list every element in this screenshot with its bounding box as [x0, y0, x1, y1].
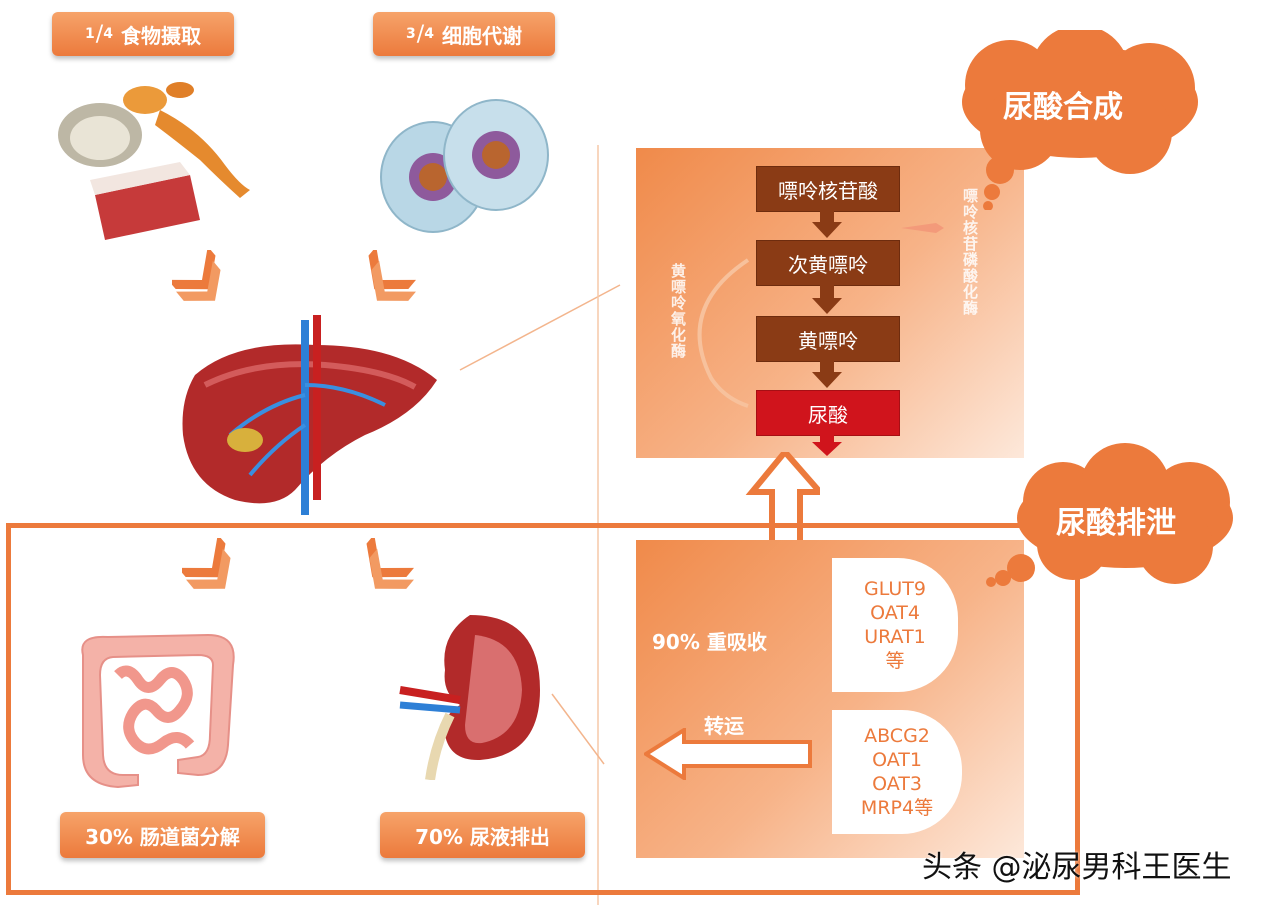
transporter-name: MRP4等 [860, 797, 934, 819]
cell-metabolism-text: 细胞代谢 [441, 23, 522, 48]
excretion-cloud-title: 尿酸排泄 [1056, 506, 1176, 541]
transporter-name: OAT3 [872, 773, 922, 795]
transporter-name: 等 [885, 650, 905, 672]
chevron-down-icon [368, 250, 416, 301]
connector-line [459, 284, 621, 371]
urine-label: 70% 尿液排出 [380, 812, 585, 858]
food-fraction-denominator: 4 [103, 26, 113, 42]
transport-arrow [644, 728, 812, 780]
food-intake-text: 食物摄取 [120, 23, 201, 48]
intestine-label: 30% 肠道菌分解 [60, 812, 265, 858]
synthesis-step: 嘌呤核苷酸 [756, 166, 900, 212]
synthesis-panel: 嘌呤核苷酸 次黄嘌呤 黄嘌呤 尿酸 黄嘌呤氧化酶 嘌呤核苷磷酸化酶 [636, 148, 1024, 458]
chevron-down-icon [366, 538, 414, 589]
transporter-name: OAT4 [870, 602, 920, 624]
synthesis-arrows [697, 210, 944, 456]
food-fraction-numerator: 1 [85, 26, 95, 42]
transport-label: 转运 [704, 714, 744, 738]
cell-metabolism-label: 3/4 细胞代谢 [373, 12, 555, 56]
excretion-frame [6, 523, 1080, 895]
reabsorb-label: 90% 重吸收 [652, 630, 767, 654]
cloud-shape [986, 443, 1233, 587]
food-intake-label: 1/4 食物摄取 [52, 12, 234, 56]
lobster-icon [123, 82, 250, 198]
meat-icon [90, 162, 200, 240]
cell-fraction-denominator: 4 [424, 26, 434, 42]
transporter-name: URAT1 [864, 626, 926, 648]
kidney-illustration [399, 615, 540, 780]
chevron-down-icon [172, 250, 221, 301]
excretion-panel: 90% 重吸收 转运 GLUT9 OAT4 URAT1 等 ABCG2 OAT1… [636, 540, 1024, 858]
transporter-name: ABCG2 [864, 725, 930, 747]
synthesis-step: 次黄嘌呤 [756, 240, 900, 286]
cell-fraction-numerator: 3 [406, 26, 416, 42]
secrete-transporters: ABCG2 OAT1 OAT3 MRP4等 [832, 710, 962, 834]
intestine-illustration [81, 633, 235, 789]
watermark: 头条 @泌尿男科王医生 [922, 850, 1232, 885]
transporter-name: GLUT9 [864, 578, 926, 600]
reabsorb-transporters: GLUT9 OAT4 URAT1 等 [832, 558, 958, 692]
right-enzyme-label: 嘌呤核苷磷酸化酶 [961, 188, 979, 316]
cloud-shape [962, 30, 1198, 210]
transporter-name: OAT1 [872, 749, 922, 771]
connector-line [551, 693, 605, 765]
left-enzyme-label: 黄嘌呤氧化酶 [669, 263, 687, 359]
synthesis-step-final: 尿酸 [756, 390, 900, 436]
synthesis-cloud-title: 尿酸合成 [1003, 90, 1123, 125]
liver-illustration [182, 315, 437, 515]
food-illustration [58, 82, 250, 240]
chevron-down-icon [182, 538, 231, 589]
cells-illustration [380, 99, 549, 233]
